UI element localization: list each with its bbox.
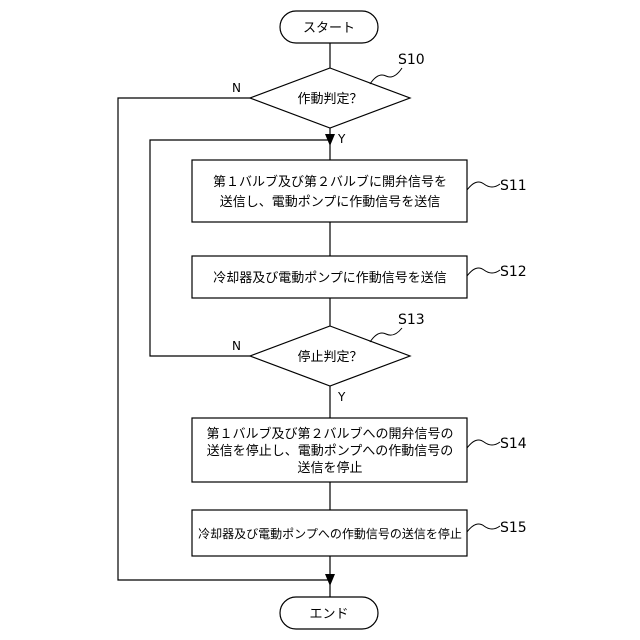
decision-s13-no-label: N (232, 339, 241, 353)
process-s14-line-2: 送信を停止し、電動ポンプへの作動信号の (207, 443, 454, 459)
process-s14-step-leader (467, 440, 500, 448)
decision-s10: 作動判定？ S10 N Y (232, 52, 425, 146)
process-s14-step-label: S14 (500, 436, 527, 452)
process-s14-line-1: 第１バルブ及び第２バルブへの開弁信号の (206, 426, 453, 442)
decision-s13-text: 停止判定？ (297, 349, 362, 365)
decision-s13-step-label: S13 (398, 312, 425, 328)
process-s15: 冷却器及び電動ポンプへの作動信号の送信を停止 S15 (192, 510, 527, 556)
decision-s13: 停止判定？ S13 N Y (232, 312, 425, 404)
process-s12-step-label: S12 (500, 264, 527, 280)
start-label: スタート (303, 21, 355, 36)
end-label: エンド (309, 607, 348, 622)
process-s11-line-1: 第１バルブ及び第２バルブに開弁信号を (213, 174, 447, 190)
process-s11-line-2: 送信し、電動ポンプに作動信号を送信 (220, 195, 441, 210)
process-s11-shape (192, 160, 467, 222)
decision-s10-yes-label: Y (337, 132, 346, 146)
decision-s10-no-label: N (232, 81, 241, 95)
decision-s10-step-leader (370, 68, 402, 84)
process-s14-line-3: 送信を停止 (297, 460, 362, 476)
process-s15-step-leader (467, 524, 500, 532)
process-s15-step-label: S15 (500, 520, 527, 536)
process-s14: 第１バルブ及び第２バルブへの開弁信号の 送信を停止し、電動ポンプへの作動信号の … (192, 418, 527, 482)
decision-s13-step-leader (370, 328, 402, 342)
decision-s13-yes-label: Y (337, 390, 346, 404)
process-s12-line-1: 冷却器及び電動ポンプに作動信号を送信 (213, 271, 447, 286)
process-s15-line-1: 冷却器及び電動ポンプへの作動信号の送信を停止 (198, 526, 462, 541)
process-s11-step-leader (467, 182, 500, 190)
end-terminal: エンド (280, 597, 378, 629)
decision-s10-text: 作動判定？ (297, 92, 362, 107)
decision-s10-step-label: S10 (398, 52, 425, 68)
start-terminal: スタート (280, 11, 378, 43)
process-s11-step-label: S11 (500, 178, 527, 194)
process-s11: 第１バルブ及び第２バルブに開弁信号を 送信し、電動ポンプに作動信号を送信 S11 (192, 160, 527, 222)
process-s12: 冷却器及び電動ポンプに作動信号を送信 S12 (192, 256, 527, 298)
process-s12-step-leader (467, 268, 500, 276)
